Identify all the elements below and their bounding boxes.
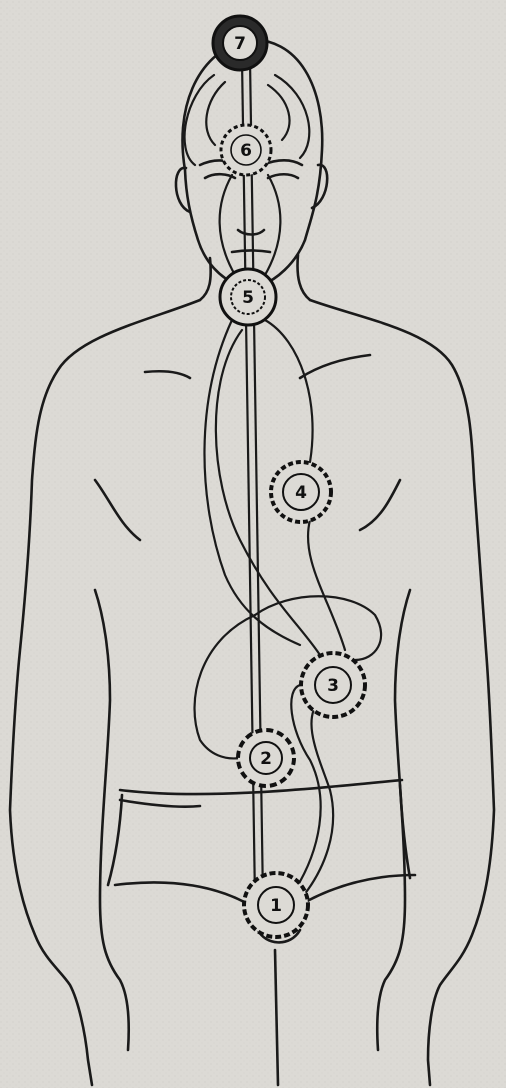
chakra-6[interactable]: 6 bbox=[221, 125, 271, 175]
mouth bbox=[232, 251, 270, 253]
chakra-1-label: 1 bbox=[270, 896, 282, 916]
chakra-2-label: 2 bbox=[260, 749, 272, 769]
chakra-7-label: 7 bbox=[234, 34, 246, 54]
chakra-3-label: 3 bbox=[327, 676, 339, 696]
chakra-5[interactable]: 5 bbox=[220, 269, 276, 325]
chakra-3[interactable]: 3 bbox=[301, 653, 365, 717]
chakra-4-label: 4 bbox=[295, 483, 307, 503]
chakra-6-label: 6 bbox=[240, 141, 252, 161]
chakra-1[interactable]: 1 bbox=[244, 873, 308, 937]
chakra-4[interactable]: 4 bbox=[271, 462, 331, 522]
chakra-5-label: 5 bbox=[242, 288, 254, 308]
chakra-2[interactable]: 2 bbox=[238, 730, 294, 786]
chakra-7[interactable]: 7 bbox=[213, 16, 267, 70]
